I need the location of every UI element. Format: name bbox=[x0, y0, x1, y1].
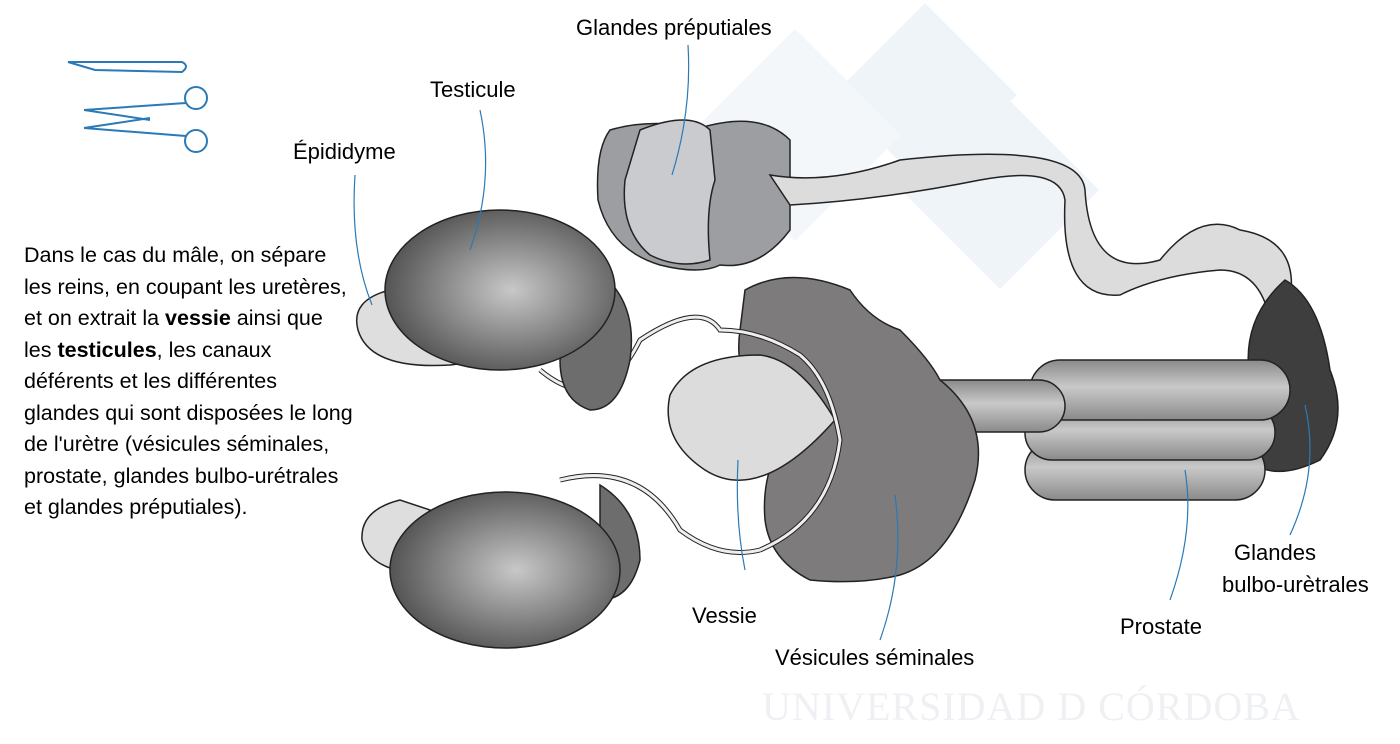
label-glandes-bulbo-line1: Glandes bbox=[1234, 540, 1316, 565]
dissection-tools-icon bbox=[67, 61, 208, 153]
preputial-glands bbox=[596, 119, 791, 271]
label-glandes-bulbo-line2: bulbo-urètrales bbox=[1222, 572, 1369, 597]
bladder bbox=[667, 354, 836, 481]
label-glandes-preputiales: Glandes préputiales bbox=[576, 15, 772, 40]
label-prostate: Prostate bbox=[1120, 614, 1202, 639]
upper-testicle bbox=[356, 209, 633, 411]
description-text: Dans le cas du mâle, on sépare les reins… bbox=[24, 243, 353, 519]
label-vesicules-seminales: Vésicules séminales bbox=[775, 645, 975, 670]
label-epididyme: Épididyme bbox=[293, 139, 396, 164]
label-testicule: Testicule bbox=[430, 77, 516, 102]
label-vessie: Vessie bbox=[692, 603, 757, 628]
watermark-text: UNIVERSIDAD D CÓRDOBA bbox=[762, 684, 1301, 729]
leader-lines bbox=[353, 44, 1311, 641]
lower-testicle bbox=[361, 483, 641, 649]
